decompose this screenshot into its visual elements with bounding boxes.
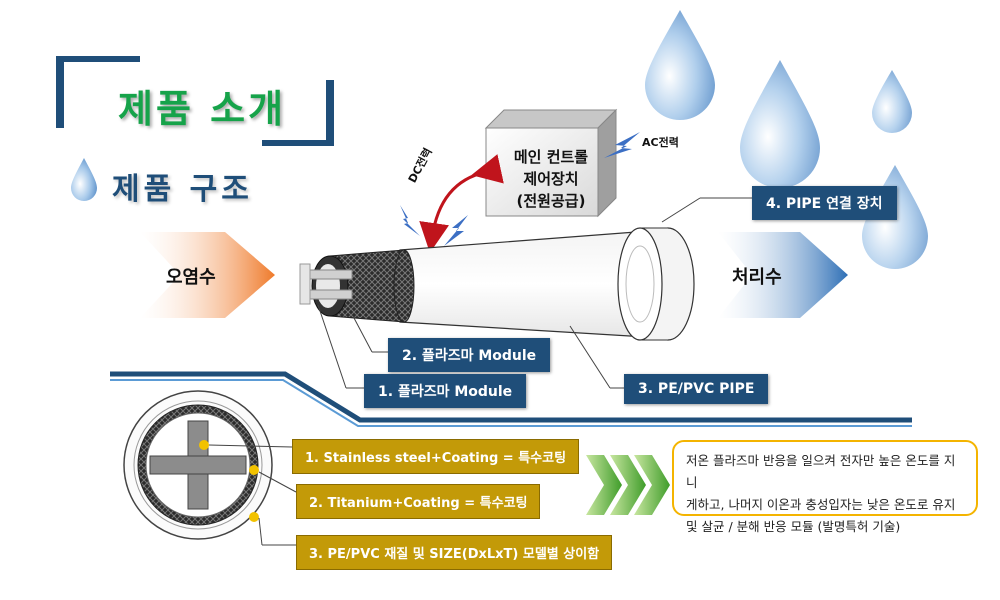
leader-line bbox=[258, 517, 263, 546]
description-line: 및 살균 / 분해 반응 모듈 (발명특허 기술) bbox=[686, 519, 901, 534]
chevron-right-icon bbox=[586, 455, 670, 515]
control-box-line: 메인 컨트롤 bbox=[513, 148, 589, 166]
water-drop-icon bbox=[872, 70, 912, 133]
plasma-module bbox=[299, 249, 415, 323]
output-arrow bbox=[718, 232, 848, 318]
input-water-label: 오염수 bbox=[166, 267, 216, 288]
leader-line bbox=[208, 444, 293, 448]
lightning-icon bbox=[604, 132, 640, 158]
cross-section-label: 1. Stainless steel+Coating = 특수코팅 bbox=[292, 439, 580, 474]
input-arrow bbox=[140, 232, 275, 318]
description-line: 저온 플라즈마 반응을 일으켜 전자만 높은 온도를 지니 bbox=[686, 453, 956, 490]
page-title: 제품 소개 bbox=[118, 87, 287, 131]
control-box-line: (전원공급) bbox=[516, 192, 586, 210]
callout-plasma-module-2: 2. 플라즈마 Module bbox=[388, 338, 551, 372]
main-control-box bbox=[484, 108, 618, 218]
lightning-icon bbox=[400, 205, 420, 236]
section-title: 제품 구조 bbox=[112, 172, 253, 207]
leader-line bbox=[569, 325, 611, 389]
cross-section-label: 2. Titanium+Coating = 특수코팅 bbox=[296, 484, 541, 519]
control-box-label: 메인 컨트롤 제어장치 (전원공급) bbox=[495, 146, 607, 212]
cross-section bbox=[123, 390, 273, 540]
control-box-line: 제어장치 bbox=[523, 170, 579, 188]
lightning-icon bbox=[444, 215, 468, 246]
water-drop-icon bbox=[645, 10, 715, 120]
leader-line bbox=[258, 471, 297, 493]
section-divider bbox=[110, 379, 912, 427]
leader-line bbox=[353, 317, 373, 353]
section-divider bbox=[110, 371, 912, 423]
leader-line bbox=[317, 304, 347, 389]
cross-section-label: 3. PE/PVC 재질 및 SIZE(DxLxT) 모델별 상이함 bbox=[296, 535, 613, 570]
ac-power-label: AC전력 bbox=[642, 136, 679, 149]
callout-pe-pvc-pipe: 3. PE/PVC PIPE bbox=[624, 374, 769, 404]
pe-pvc-pipe bbox=[399, 227, 695, 341]
title-bracket bbox=[56, 56, 334, 146]
leader-line bbox=[661, 197, 701, 223]
dc-power-arrow bbox=[419, 154, 504, 253]
water-drop-icon bbox=[740, 60, 820, 188]
output-water-label: 처리수 bbox=[732, 267, 782, 288]
callout-pipe-connector: 4. PIPE 연결 장치 bbox=[752, 186, 897, 220]
description-box: 저온 플라즈마 반응을 일으켜 전자만 높은 온도를 지니 게하고, 나머지 이… bbox=[672, 440, 978, 534]
description-line: 게하고, 나머지 이온과 충성입자는 낮은 온도로 유지 bbox=[686, 497, 956, 512]
callout-plasma-module-1: 1. 플라즈마 Module bbox=[364, 374, 527, 408]
water-drop-icon bbox=[71, 158, 97, 201]
